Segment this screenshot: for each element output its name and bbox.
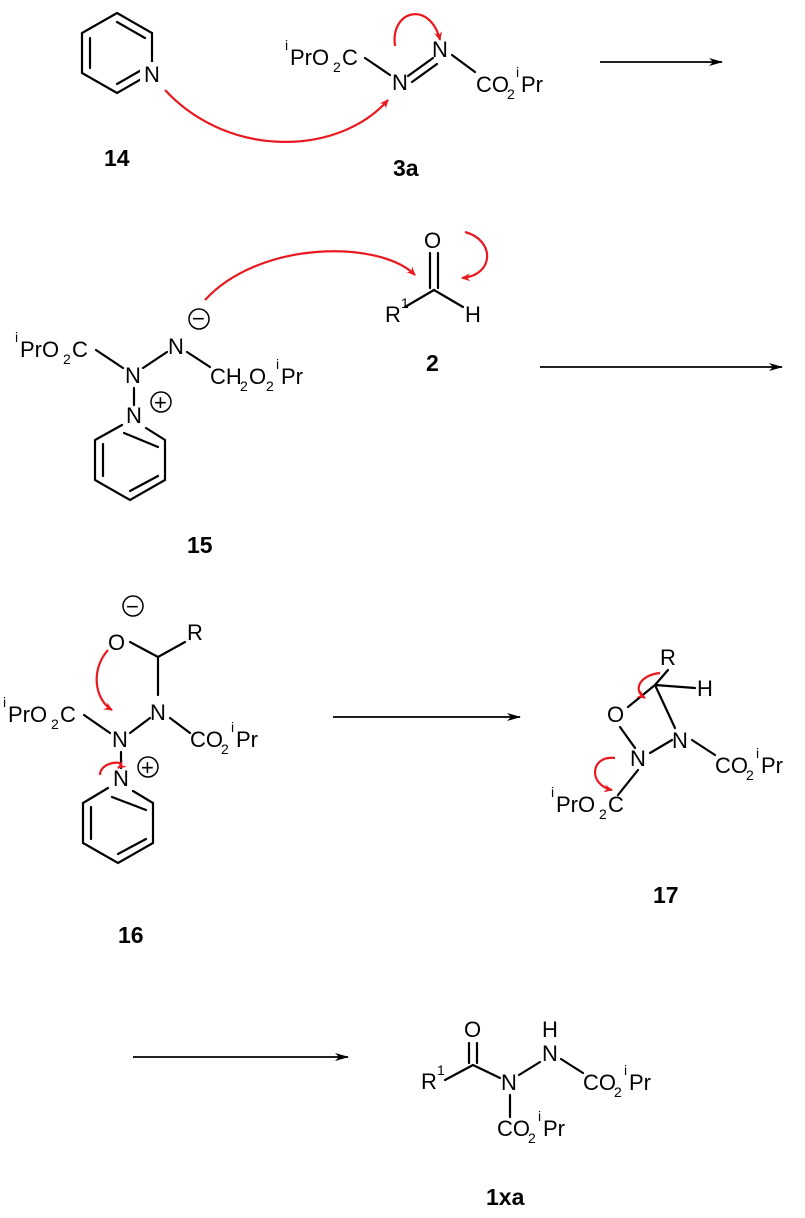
atom-N: N — [112, 727, 128, 752]
atom-N: N — [126, 403, 142, 428]
atom-N: N — [144, 62, 160, 87]
svg-text:Pr: Pr — [629, 1070, 651, 1095]
compound-14: N — [80, 11, 162, 95]
svg-text:PrO: PrO — [556, 792, 595, 817]
svg-text:2: 2 — [240, 378, 248, 394]
svg-text:H: H — [697, 676, 713, 701]
svg-text:Pr: Pr — [521, 72, 543, 97]
svg-text:i: i — [3, 694, 6, 710]
compound-2: O R 1 H — [385, 228, 489, 327]
svg-text:−: − — [126, 594, 139, 619]
atom-N: N — [630, 746, 646, 771]
svg-text:2: 2 — [507, 86, 515, 102]
compound-16: − O R i PrO 2 C N N CO 2 i Pr N + — [3, 594, 258, 865]
svg-text:i: i — [551, 784, 554, 800]
svg-text:O: O — [424, 228, 441, 253]
svg-text:R: R — [421, 1069, 437, 1094]
compound-3a: i PrO 2 C N N CO 2 i Pr — [285, 13, 543, 102]
atom-N: N — [150, 700, 166, 725]
electron-arrow — [594, 756, 616, 793]
label-14: 14 — [104, 145, 130, 171]
svg-text:+: + — [141, 755, 154, 780]
svg-text:H: H — [465, 302, 481, 327]
compound-17: R H O N N CO 2 i Pr i PrO 2 C — [551, 645, 783, 822]
svg-text:CO: CO — [476, 72, 509, 97]
atom-N: N — [432, 37, 448, 62]
atom-N: N — [168, 334, 184, 359]
svg-text:Pr: Pr — [543, 1116, 565, 1141]
svg-text:C: C — [608, 792, 624, 817]
label-16: 16 — [118, 922, 144, 948]
svg-text:+: + — [154, 390, 167, 415]
electron-arrow — [95, 649, 113, 711]
atom-N: N — [672, 728, 688, 753]
label-2: 2 — [426, 350, 439, 376]
atom-N: N — [113, 766, 129, 791]
electron-arrow — [461, 230, 489, 282]
svg-text:H: H — [542, 1017, 558, 1042]
compound-15: i PrO 2 C N N − CH 2 O 2 i Pr N + — [15, 250, 416, 502]
electron-arrow — [98, 760, 127, 776]
svg-text:2: 2 — [51, 716, 59, 732]
svg-text:2: 2 — [266, 378, 274, 394]
svg-text:Pr: Pr — [236, 727, 258, 752]
svg-text:i: i — [231, 719, 234, 735]
svg-text:O: O — [108, 630, 125, 655]
svg-text:CO: CO — [190, 727, 223, 752]
svg-text:C: C — [72, 337, 88, 362]
svg-text:C: C — [60, 702, 76, 727]
svg-text:i: i — [756, 745, 759, 761]
svg-text:1: 1 — [401, 295, 409, 311]
svg-text:Pr: Pr — [281, 364, 303, 389]
svg-text:R: R — [187, 620, 203, 645]
svg-text:i: i — [516, 64, 519, 80]
svg-text:Pr: Pr — [761, 753, 783, 778]
svg-text:−: − — [192, 306, 205, 331]
svg-text:i: i — [15, 329, 18, 345]
svg-text:i: i — [276, 356, 279, 372]
svg-text:O: O — [464, 1017, 481, 1042]
svg-text:R: R — [385, 302, 401, 327]
svg-text:R: R — [660, 645, 676, 670]
svg-text:CO: CO — [583, 1070, 616, 1095]
svg-text:PrO: PrO — [8, 702, 47, 727]
svg-text:CO: CO — [715, 753, 748, 778]
svg-text:PrO: PrO — [290, 45, 329, 70]
label-17: 17 — [653, 882, 679, 908]
svg-text:2: 2 — [333, 59, 341, 75]
svg-text:CO: CO — [497, 1116, 530, 1141]
label-3a: 3a — [393, 155, 419, 181]
svg-text:O: O — [249, 364, 266, 389]
label-15: 15 — [187, 532, 213, 558]
compound-1xa: O R 1 N H N CO 2 i Pr CO 2 i Pr — [421, 1017, 651, 1146]
svg-text:CH: CH — [210, 364, 242, 389]
svg-text:2: 2 — [63, 351, 71, 367]
svg-text:2: 2 — [221, 741, 229, 757]
svg-text:O: O — [607, 702, 624, 727]
atom-N: N — [392, 70, 408, 95]
electron-arrow — [393, 13, 442, 47]
electron-arrow — [636, 671, 661, 699]
svg-text:i: i — [285, 37, 288, 53]
atom-N: N — [501, 1070, 517, 1095]
svg-text:1: 1 — [437, 1062, 445, 1078]
svg-text:C: C — [342, 45, 358, 70]
label-1xa: 1xa — [486, 1184, 525, 1210]
electron-arrow — [204, 250, 416, 301]
atom-N: N — [125, 363, 141, 388]
svg-text:i: i — [624, 1062, 627, 1078]
svg-text:2: 2 — [746, 767, 754, 783]
svg-text:PrO: PrO — [20, 337, 59, 362]
svg-text:2: 2 — [599, 806, 607, 822]
svg-text:2: 2 — [614, 1084, 622, 1100]
electron-arrow — [164, 89, 389, 143]
svg-text:2: 2 — [528, 1130, 536, 1146]
svg-text:i: i — [538, 1108, 541, 1124]
atom-N: N — [542, 1041, 558, 1066]
